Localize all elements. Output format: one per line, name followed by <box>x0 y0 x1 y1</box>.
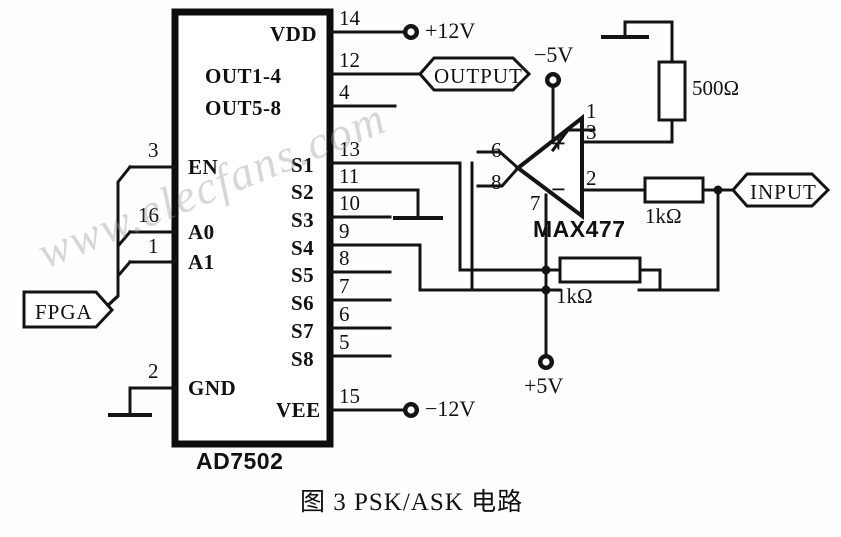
opamp-pin-number-3: 3 <box>586 120 597 144</box>
opamp-pin-number-2: 2 <box>586 166 597 190</box>
max477-opamp-body <box>514 113 584 220</box>
junction-dot-op7-rail <box>541 285 551 295</box>
opamp-pin-number-8: 8 <box>491 170 502 194</box>
pin-stub-op8 <box>476 165 521 188</box>
chip-pin-label-s5: S5 <box>291 263 315 287</box>
chip-pin-number-a1: 1 <box>148 234 159 258</box>
supply-label-plus12v: +12V <box>425 18 476 43</box>
pin-wire-s2 <box>328 188 420 220</box>
chip-pin-number-vee: 15 <box>339 384 360 408</box>
chip-pin-number-out1-4: 12 <box>339 48 360 72</box>
chip-pin-number-s5: 8 <box>339 246 350 270</box>
pin-stub-op6 <box>476 150 521 171</box>
chip-pin-number-s6: 7 <box>339 274 350 298</box>
chip-pin-number-s3: 10 <box>339 191 360 215</box>
fpga-port-label[interactable]: FPGA <box>35 300 93 324</box>
chip-pin-label-a0: A0 <box>188 220 215 244</box>
pin-stub-op1 <box>550 128 596 153</box>
chip-pin-number-en: 3 <box>148 138 159 162</box>
resistor-1k-series-value: 1kΩ <box>645 204 682 228</box>
chip-pin-number-s7: 6 <box>339 302 350 326</box>
opamp-pin-number-7: 7 <box>530 191 541 215</box>
opamp-inverting-sign: − <box>551 175 566 204</box>
opamp-noninverting-sign: + <box>551 129 566 158</box>
chip-pin-number-gnd: 2 <box>148 359 159 383</box>
fpga-port-shape[interactable] <box>22 290 115 329</box>
resistor-1k-feedback-body <box>558 256 642 284</box>
chip-pin-number-vdd: 14 <box>339 6 360 30</box>
chip-pin-number-s1: 13 <box>339 137 360 161</box>
chip-pin-label-vdd: VDD <box>270 22 317 46</box>
max477-part-label: MAX477 <box>533 216 626 242</box>
junction-dot-input-node <box>713 185 723 195</box>
opamp-pin-number-6: 6 <box>491 138 502 162</box>
output-port-label[interactable]: OUTPUT <box>434 64 523 88</box>
chip-pin-label-s6: S6 <box>291 291 315 315</box>
chip-pin-label-en: EN <box>188 155 219 179</box>
terminal-plus12v-inner <box>407 28 415 36</box>
resistor-1k-feedback-value: 1kΩ <box>556 284 593 308</box>
input-port-label[interactable]: INPUT <box>750 180 817 204</box>
terminal-minus5v-inner <box>549 76 557 84</box>
figure-caption: 图 3 PSK/ASK 电路 <box>300 489 524 516</box>
chip-pin-label-a1: A1 <box>188 250 215 274</box>
chip-pin-label-gnd: GND <box>188 376 237 400</box>
pin-wire-s4 <box>328 243 474 292</box>
chip-pin-number-s8: 5 <box>339 330 350 354</box>
chip-pin-number-s2: 11 <box>339 164 360 188</box>
bus-line-a1 <box>100 259 133 313</box>
chip-pin-label-out5-8: OUT5-8 <box>205 96 282 120</box>
chip-pin-number-a0: 16 <box>138 203 159 227</box>
chip-pin-number-s4: 9 <box>339 219 350 243</box>
chip-pin-label-vee: VEE <box>276 398 321 422</box>
chip-pin-label-s2: S2 <box>291 180 315 204</box>
chip-pin-number-out5-8: 4 <box>339 80 350 104</box>
terminal-minus12v-inner <box>407 406 415 414</box>
input-port-shape[interactable] <box>731 172 831 208</box>
pin-wire-s1 <box>328 161 562 272</box>
resistor-1k-series-body <box>643 176 705 204</box>
output-port-shape[interactable] <box>418 56 532 92</box>
opamp-pin-number-1: 1 <box>586 99 597 123</box>
chip-pin-label-s1: S1 <box>291 153 315 177</box>
chip-pin-label-s3: S3 <box>291 208 315 232</box>
chip-pin-label-out1-4: OUT1-4 <box>205 64 282 88</box>
chip-pin-label-s4: S4 <box>291 236 315 260</box>
wire-gnd-to-500r <box>623 20 674 64</box>
ad7502-chip-body <box>171 8 334 448</box>
supply-label-minus5v: −5V <box>534 42 574 67</box>
chip-pin-label-s8: S8 <box>291 347 315 371</box>
supply-label-minus12v: −12V <box>425 396 476 421</box>
resistor-500-ohm-body <box>657 60 687 122</box>
junction-dot-op7-fb <box>541 265 551 275</box>
chip-pin-label-s7: S7 <box>291 319 315 343</box>
resistor-500-ohm-value: 500Ω <box>692 76 740 100</box>
terminal-plus5v-inner <box>542 358 550 366</box>
ad7502-part-label: AD7502 <box>196 448 284 474</box>
supply-label-plus5v: +5V <box>524 373 564 398</box>
